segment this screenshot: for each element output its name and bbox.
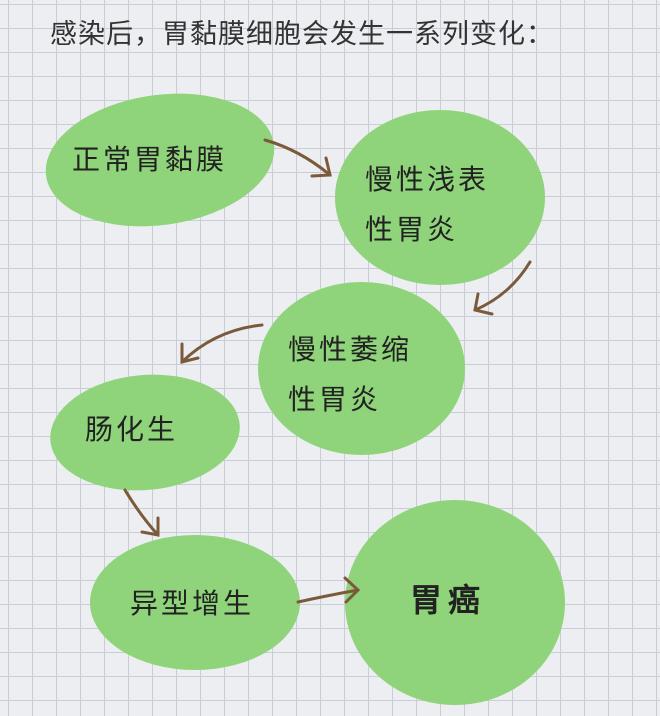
arrow-metaplasia-to-dysplasia	[123, 488, 160, 537]
node-chronic-superficial-gastritis	[335, 110, 545, 285]
label-atrophic-1: 慢性萎缩	[288, 333, 413, 366]
label-normal: 正常胃黏膜	[72, 143, 228, 176]
label-superficial-2: 性胃炎	[365, 213, 459, 246]
arrow-normal-to-superficial	[263, 138, 332, 178]
label-atrophic-2: 性胃炎	[288, 383, 382, 416]
label-dysplasia: 异型增生	[130, 587, 255, 620]
node-dysplasia	[90, 535, 300, 670]
arrow-atrophic-to-metaplasia	[180, 323, 264, 364]
node-gastric-cancer	[345, 500, 565, 705]
label-metaplasia: 肠化生	[85, 413, 179, 446]
arrow-dysplasia-to-cancer	[296, 576, 361, 604]
arrow-superficial-to-atrophic	[473, 260, 532, 316]
label-superficial-1: 慢性浅表	[365, 163, 490, 196]
label-cancer: 胃癌	[410, 581, 487, 619]
diagram-title: 感染后，胃黏膜细胞会发生一系列变化：	[50, 19, 554, 50]
node-chronic-atrophic-gastritis	[258, 282, 465, 455]
